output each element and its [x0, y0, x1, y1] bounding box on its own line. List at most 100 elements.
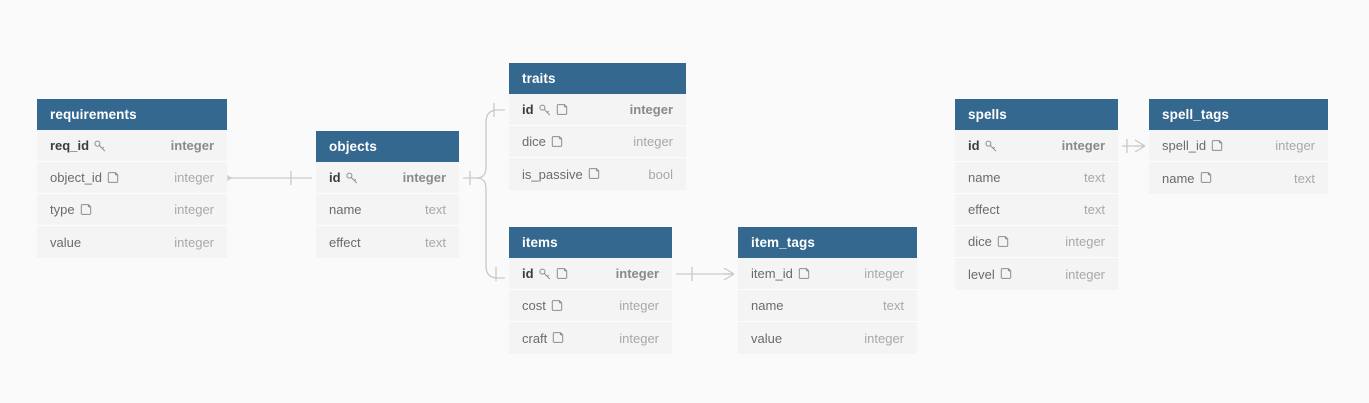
edge-objects-traits — [463, 103, 505, 185]
column-name-cell: dice — [522, 134, 563, 149]
table-title-items: items — [509, 227, 672, 258]
column-row[interactable]: type integer — [37, 194, 227, 226]
column-name: value — [50, 234, 82, 250]
column-name-cell: effect — [968, 202, 1000, 217]
column-name: id — [968, 138, 980, 153]
column-type: integer — [864, 330, 904, 346]
column-type: integer — [1065, 234, 1105, 249]
column-name-cell: name — [968, 170, 1001, 185]
column-row[interactable]: craft integer — [509, 322, 672, 354]
column-row[interactable]: spell_id integer — [1149, 130, 1328, 162]
column-row[interactable]: id integer — [955, 130, 1118, 162]
column-name: name — [751, 298, 784, 313]
column-type: text — [1084, 202, 1105, 217]
column-name-cell: spell_id — [1162, 138, 1223, 153]
table-title-spells: spells — [955, 99, 1118, 130]
column-name-cell: type — [50, 202, 92, 217]
column-row[interactable]: is_passive bool — [509, 158, 686, 190]
key-icon — [538, 104, 551, 116]
column-name-cell: id — [522, 102, 568, 117]
table-title-objects: objects — [316, 131, 459, 162]
column-type: integer — [619, 330, 659, 346]
column-name-cell: name — [751, 298, 784, 313]
column-type: text — [425, 202, 446, 217]
column-name-cell: is_passive — [522, 167, 600, 182]
column-row[interactable]: effect text — [955, 194, 1118, 226]
column-name-cell: id — [522, 266, 568, 281]
foreign-key-icon — [1200, 172, 1212, 184]
column-name-cell: value — [751, 331, 782, 346]
column-name: req_id — [50, 138, 90, 153]
column-name-cell: effect — [329, 235, 361, 250]
column-name: dice — [968, 234, 992, 249]
foreign-key-icon — [80, 203, 92, 216]
column-row[interactable]: name text — [738, 290, 917, 322]
column-name: type — [50, 202, 75, 217]
column-name-cell: name — [329, 202, 362, 217]
column-name: object_id — [50, 170, 103, 185]
foreign-key-icon — [997, 235, 1009, 248]
column-row[interactable]: dice integer — [955, 226, 1118, 258]
column-list-traits: id integer dice integer is_passive bool — [509, 94, 686, 190]
column-name: value — [751, 330, 783, 346]
column-name: craft — [522, 330, 548, 346]
key-icon — [94, 140, 106, 152]
foreign-key-icon — [588, 168, 600, 180]
edge-objects-items — [475, 177, 505, 281]
column-name: cost — [522, 298, 546, 313]
column-type: integer — [629, 102, 673, 117]
table-title-spell_tags: spell_tags — [1149, 99, 1328, 130]
column-name: dice — [522, 134, 546, 149]
column-row[interactable]: name text — [316, 194, 459, 226]
column-name-cell: cost — [522, 298, 563, 313]
column-row[interactable]: id integer — [509, 94, 686, 126]
table-title-requirements: requirements — [37, 99, 227, 130]
edge-items-item_tags — [676, 267, 735, 281]
column-type: text — [883, 298, 904, 313]
column-row[interactable]: value integer — [738, 322, 917, 354]
edge-spells-spell_tags — [1122, 139, 1146, 153]
foreign-key-icon — [551, 299, 563, 312]
column-name-cell: level — [968, 267, 1012, 282]
column-row[interactable]: level integer — [955, 258, 1118, 290]
column-type: integer — [633, 134, 673, 149]
column-type: bool — [648, 166, 673, 182]
foreign-key-icon — [551, 135, 563, 148]
column-type: integer — [1061, 138, 1105, 153]
column-name: effect — [968, 202, 1000, 217]
column-name-cell: req_id — [50, 138, 106, 153]
foreign-key-icon — [798, 267, 810, 280]
foreign-key-icon — [552, 332, 564, 344]
column-name-cell: value — [50, 235, 81, 250]
column-type: integer — [174, 202, 214, 217]
column-name: id — [522, 102, 534, 117]
column-row[interactable]: dice integer — [509, 126, 686, 158]
column-name-cell: object_id — [50, 170, 119, 185]
column-type: integer — [1065, 266, 1105, 282]
column-type: integer — [1275, 138, 1315, 153]
foreign-key-icon — [556, 267, 568, 280]
